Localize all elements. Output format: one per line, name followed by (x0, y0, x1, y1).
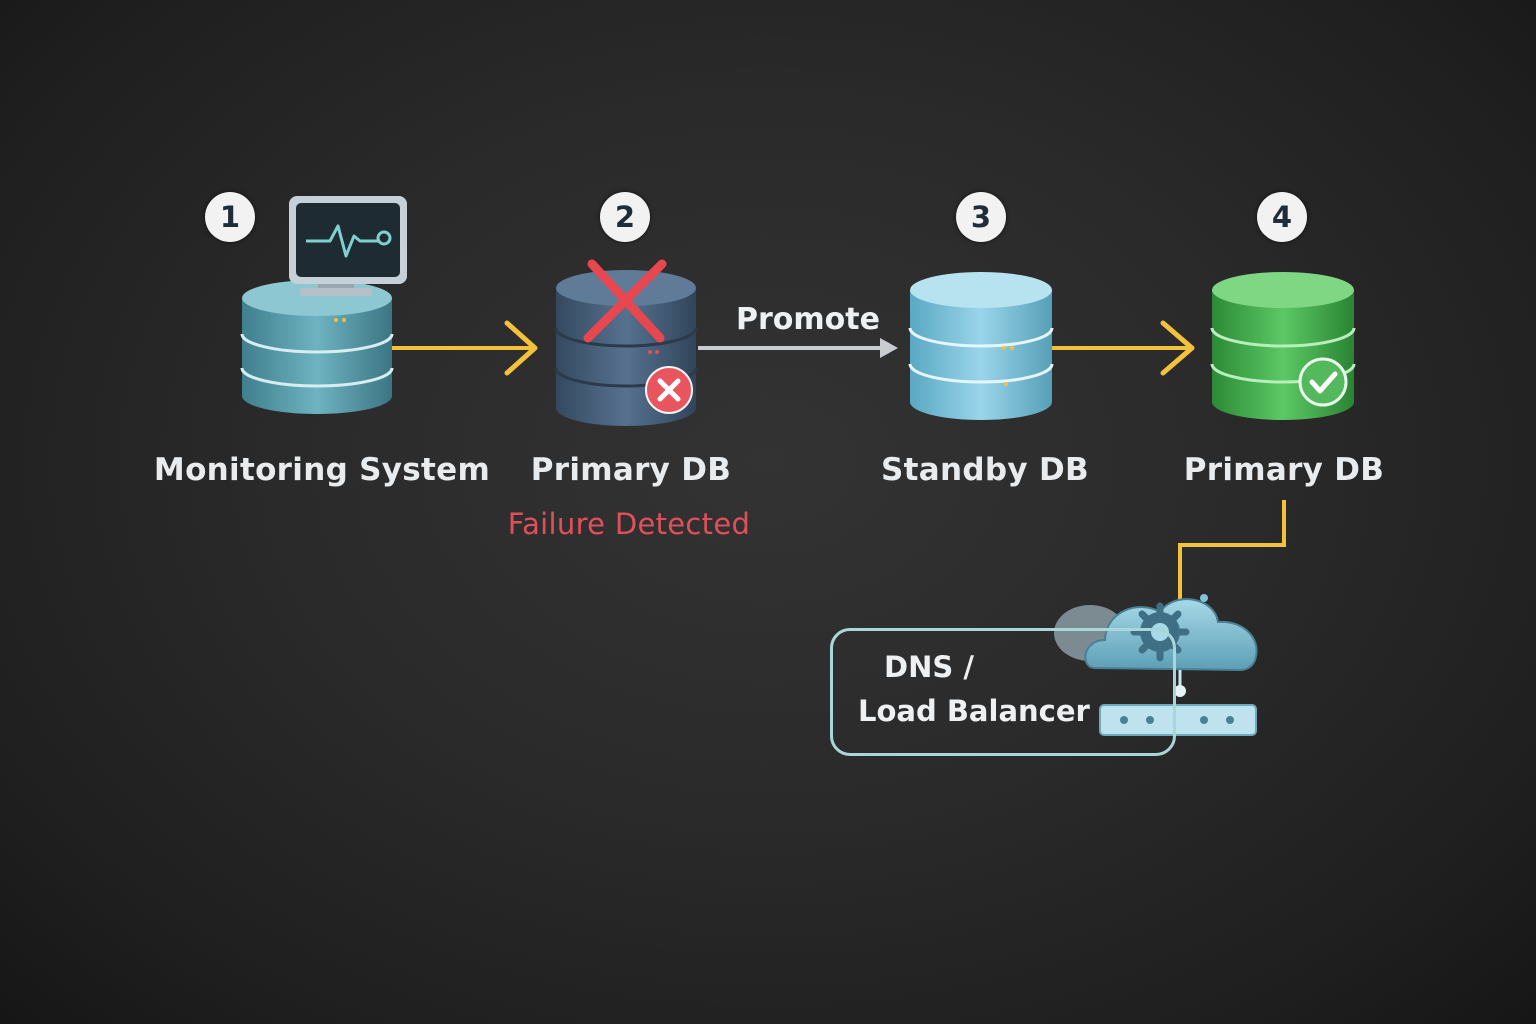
primary-db-label: Primary DB (530, 452, 732, 488)
promote-label: Promote (736, 302, 880, 337)
check-badge-icon (1298, 357, 1348, 407)
connector-primary-to-dns (1178, 500, 1286, 618)
load-balancer-label: Load Balancer (858, 694, 1090, 728)
standby-db-label: Standby DB (881, 452, 1089, 488)
red-x-icon (583, 259, 667, 343)
monitoring-system-label: Monitoring System (153, 452, 491, 488)
monitor-heartbeat-icon (289, 196, 407, 296)
dns-load-balancer-box (830, 628, 1176, 756)
failure-detected-label: Failure Detected (507, 507, 751, 541)
step-2-badge: 2 (600, 192, 650, 242)
server-rack-icon (1099, 704, 1257, 736)
step-1-badge: 1 (205, 192, 255, 242)
step-3-badge: 3 (956, 192, 1006, 242)
arrow-promote (698, 338, 898, 358)
step-4-badge: 4 (1257, 192, 1307, 242)
monitoring-db-icon (240, 280, 394, 414)
arrow-standby-to-new-primary (1052, 320, 1195, 376)
dns-label: DNS / (884, 650, 974, 684)
failed-primary-db-icon (554, 270, 698, 426)
standby-db-icon (908, 272, 1054, 420)
error-badge-icon (645, 366, 693, 414)
new-primary-db-label: Primary DB (1183, 452, 1385, 488)
arrow-monitor-to-primary (392, 320, 538, 376)
